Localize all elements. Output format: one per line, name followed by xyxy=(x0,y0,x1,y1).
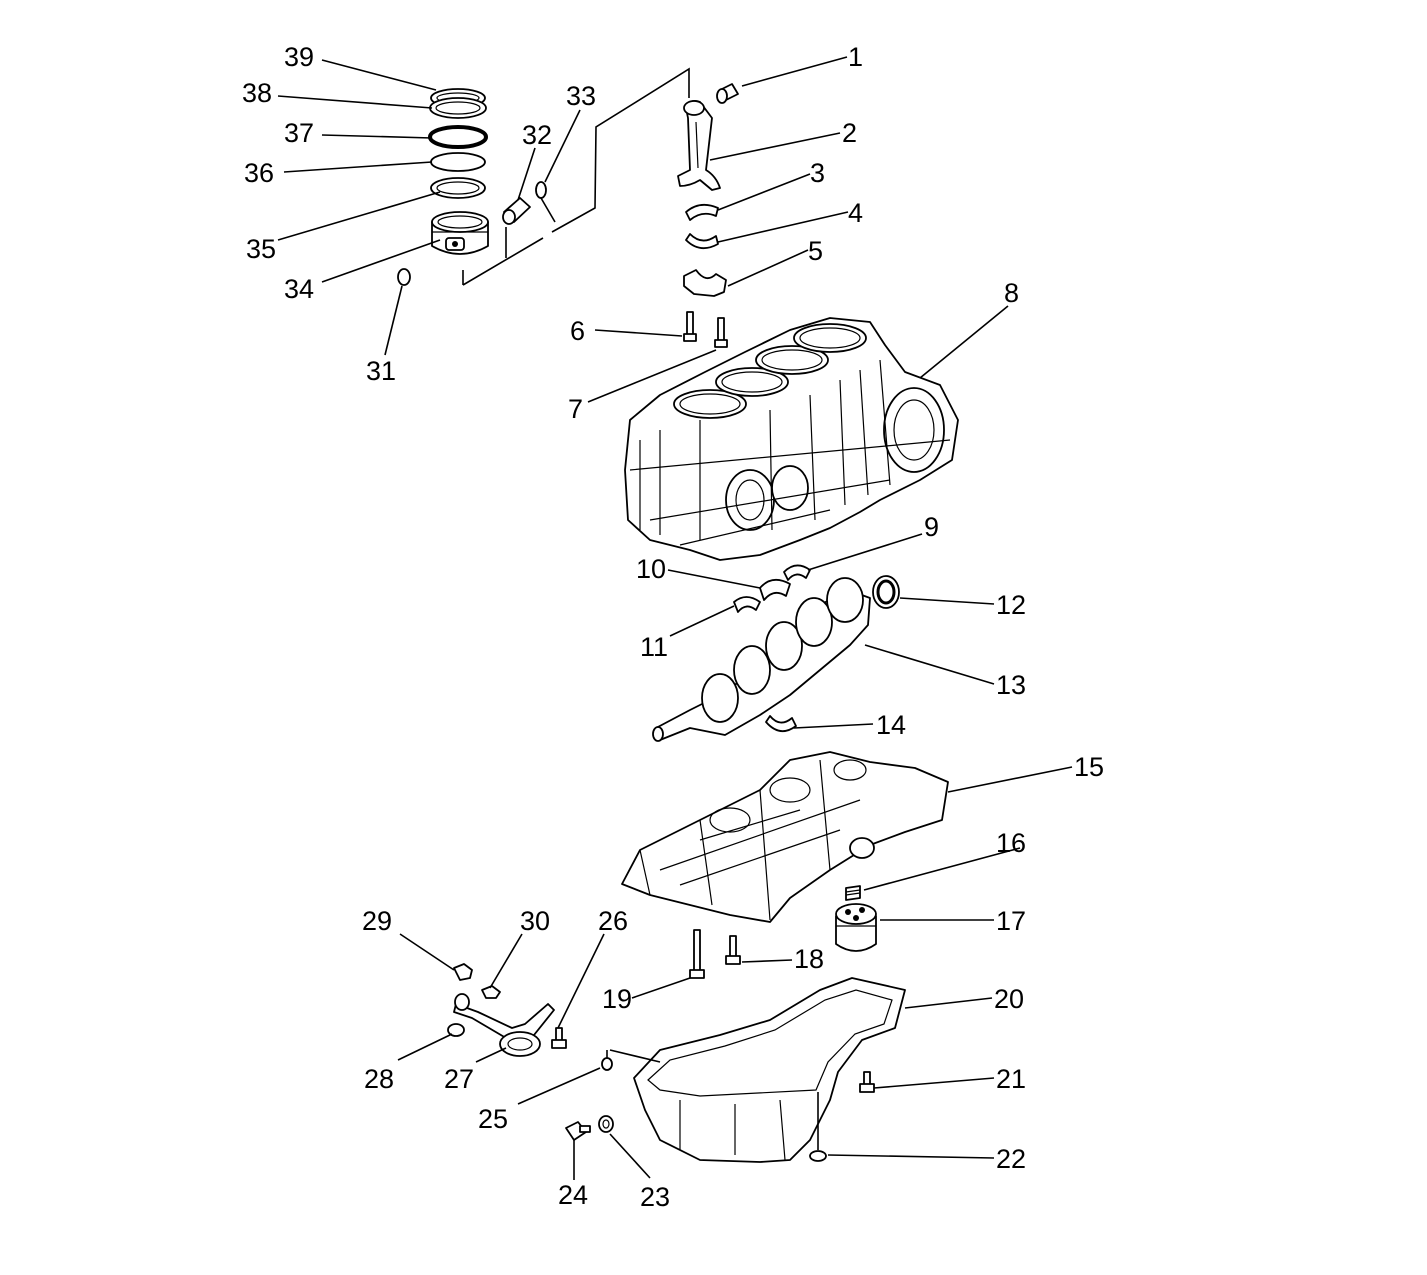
callout-23: 23 xyxy=(640,1182,670,1212)
callout-3: 3 xyxy=(810,158,825,188)
part-15-lower-crankcase xyxy=(621,751,949,923)
callout-27: 27 xyxy=(444,1064,474,1094)
part-4-bearing xyxy=(685,233,719,250)
callout-15: 15 xyxy=(1074,752,1104,782)
part-5-rod-cap xyxy=(683,269,727,297)
callout-19: 19 xyxy=(602,984,632,1014)
callout-34: 34 xyxy=(284,274,314,304)
callout-25: 25 xyxy=(478,1104,508,1134)
part-2-connecting-rod xyxy=(677,99,721,191)
leader-lines xyxy=(277,56,1073,1180)
callout-4: 4 xyxy=(848,198,863,228)
part-1-bushing xyxy=(716,83,739,104)
callout-8: 8 xyxy=(1004,278,1019,308)
part-26-bolt xyxy=(551,1027,567,1049)
part-10-thrust-bearing xyxy=(759,578,791,601)
part-31-retainer xyxy=(397,268,411,286)
callout-13: 13 xyxy=(996,670,1026,700)
part-34-piston xyxy=(431,211,489,255)
callout-12: 12 xyxy=(996,590,1026,620)
callout-24: 24 xyxy=(558,1180,588,1210)
callout-33: 33 xyxy=(566,81,596,111)
callout-39: 39 xyxy=(284,42,314,72)
callout-14: 14 xyxy=(876,710,906,740)
callout-11: 11 xyxy=(640,632,668,662)
part-20-oil-pan xyxy=(633,977,906,1163)
part-35-ring xyxy=(430,177,486,199)
part-28-nut xyxy=(447,1023,465,1037)
callout-31: 31 xyxy=(366,356,396,386)
part-25-stud xyxy=(601,1049,661,1071)
piston-assembly xyxy=(397,67,690,286)
callout-7: 7 xyxy=(568,394,583,424)
callout-36: 36 xyxy=(244,158,274,188)
part-36-ring xyxy=(430,152,486,172)
callout-labels: 1 2 3 4 5 6 7 8 9 10 11 12 13 14 15 16 1… xyxy=(242,42,1104,1212)
part-37-ring xyxy=(428,125,488,149)
callout-37: 37 xyxy=(284,118,314,148)
part-13-crankshaft xyxy=(652,577,871,742)
part-16-fitting xyxy=(845,885,861,901)
part-22-drain-bolt xyxy=(809,1092,827,1162)
callout-35: 35 xyxy=(246,234,276,264)
callout-26: 26 xyxy=(598,906,628,936)
part-8-engine-block xyxy=(624,317,959,561)
callout-16: 16 xyxy=(996,828,1026,858)
part-38-oil-ring xyxy=(429,97,487,119)
callout-28: 28 xyxy=(364,1064,394,1094)
part-29-nut xyxy=(453,963,473,981)
callout-18: 18 xyxy=(794,944,824,974)
callout-5: 5 xyxy=(808,236,823,266)
part-33-retainer xyxy=(535,181,547,199)
part-11-bearing xyxy=(733,596,761,613)
part-9-bearing xyxy=(783,564,811,581)
callout-17: 17 xyxy=(996,906,1026,936)
callout-21: 21 xyxy=(996,1064,1026,1094)
callout-22: 22 xyxy=(996,1144,1026,1174)
callout-20: 20 xyxy=(994,984,1024,1014)
callout-9: 9 xyxy=(924,512,939,542)
part-12-rear-seal xyxy=(872,575,900,609)
part-14-bearing xyxy=(765,715,797,732)
part-24-drain-plug xyxy=(565,1121,591,1141)
callout-2: 2 xyxy=(842,118,857,148)
connecting-rod-assembly xyxy=(677,83,739,348)
part-7-bolt xyxy=(714,317,728,348)
callout-38: 38 xyxy=(242,78,272,108)
part-27-oil-pickup xyxy=(453,993,555,1057)
part-23-washer xyxy=(598,1115,614,1133)
part-6-bolt xyxy=(683,311,697,342)
part-32-piston-pin xyxy=(502,197,531,225)
part-21-bolt xyxy=(859,1071,875,1093)
callout-32: 32 xyxy=(522,120,552,150)
callout-1: 1 xyxy=(848,42,863,72)
callout-30: 30 xyxy=(520,906,550,936)
callout-29: 29 xyxy=(362,906,392,936)
callout-6: 6 xyxy=(570,316,585,346)
part-3-bearing xyxy=(685,203,719,221)
part-18-bolt xyxy=(725,935,741,965)
part-17-oil-filter xyxy=(835,903,877,952)
callout-10: 10 xyxy=(636,554,666,584)
part-19-bolt xyxy=(689,929,705,979)
